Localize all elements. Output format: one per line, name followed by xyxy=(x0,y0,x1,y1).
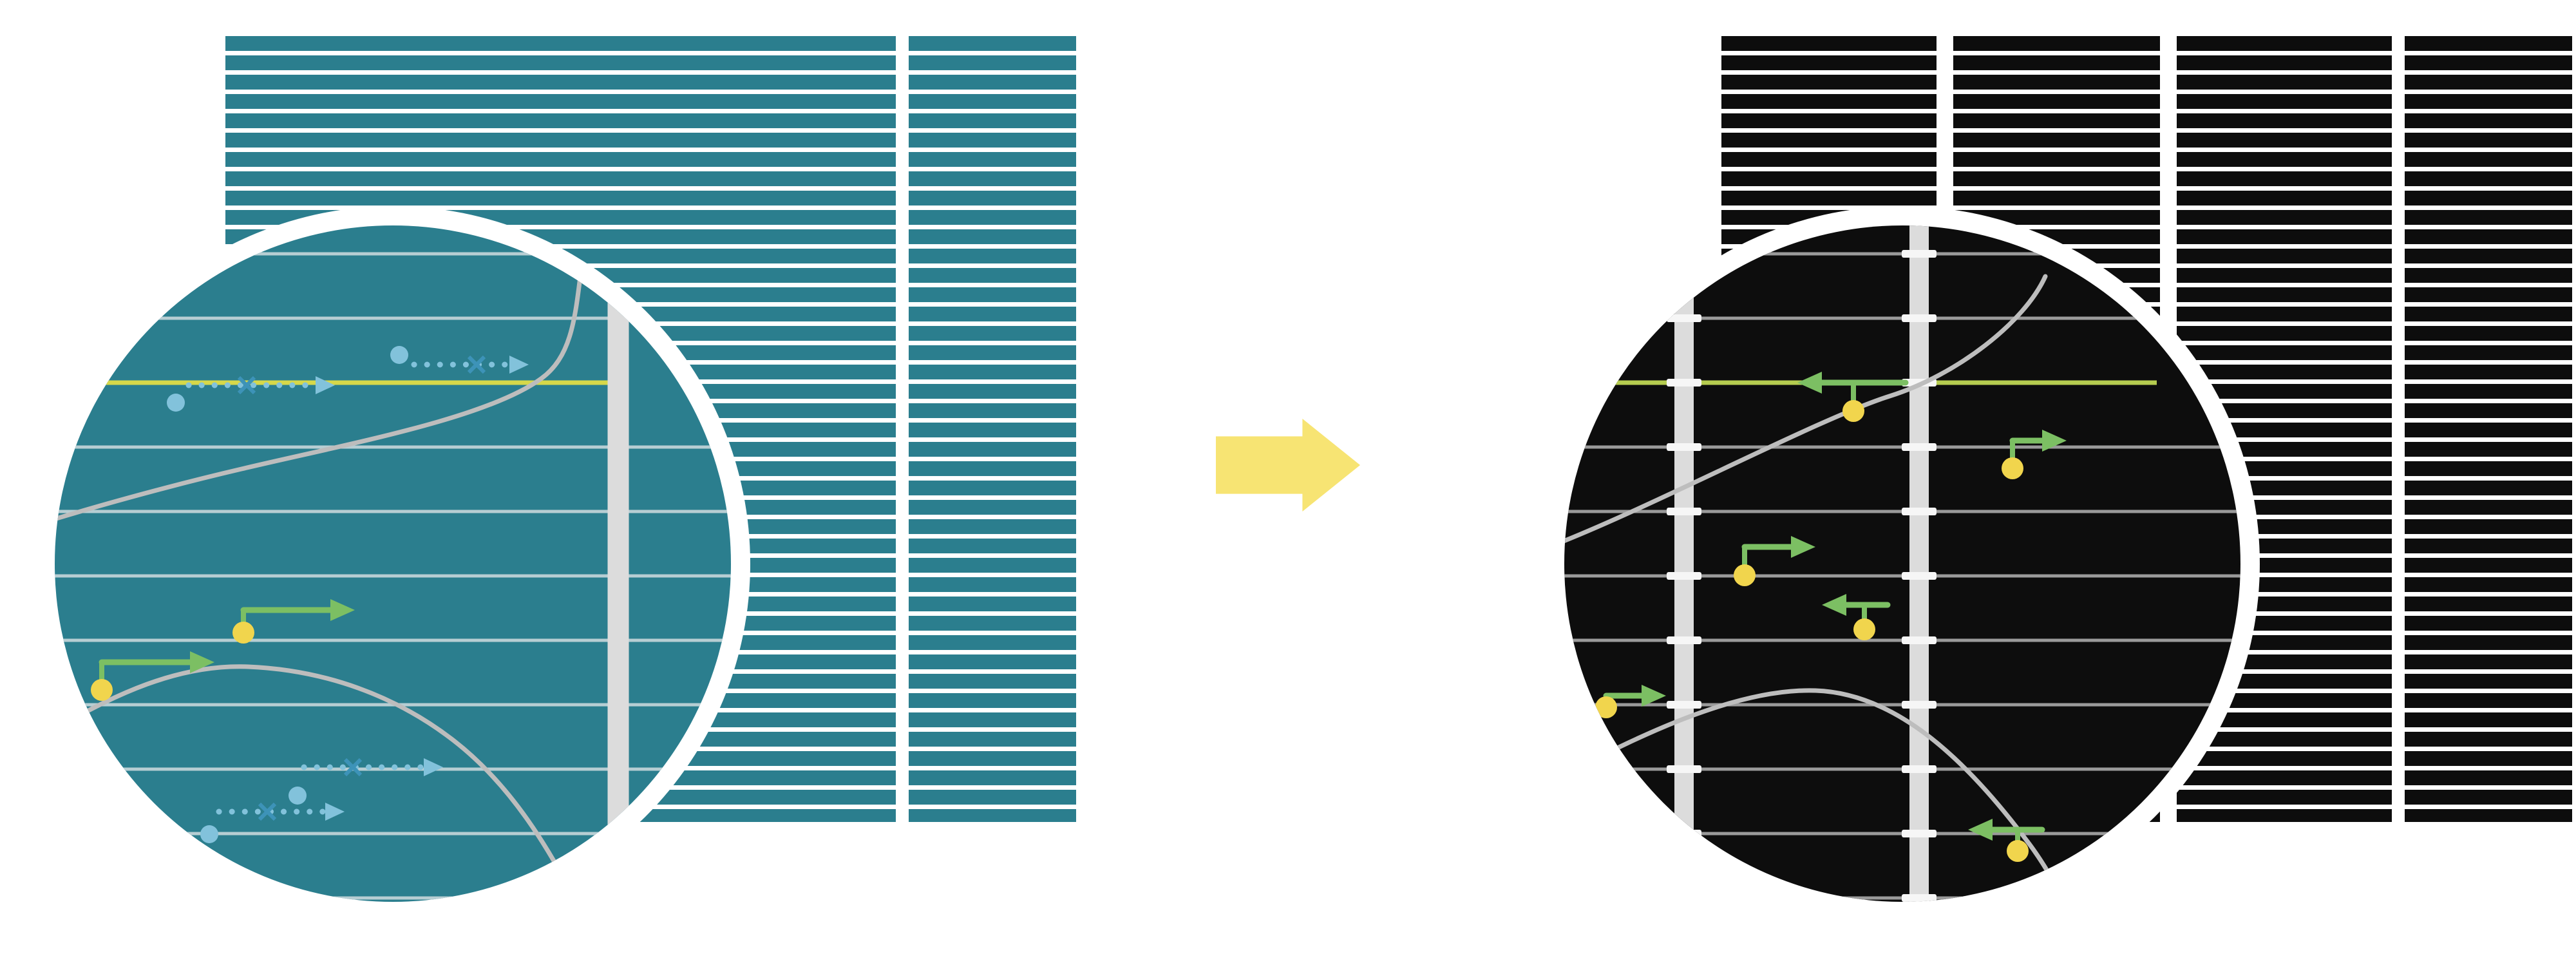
right-magnifier-inset xyxy=(1545,206,2260,921)
electron-carrier-marker xyxy=(390,346,529,374)
busbar-solder-tick xyxy=(1667,250,1701,258)
ion-marker xyxy=(1734,536,1815,586)
ion-marker xyxy=(1595,685,1666,718)
busbar-solder-tick xyxy=(1667,314,1701,322)
busbar-solder-tick xyxy=(1902,701,1937,709)
busbar-solder-tick xyxy=(1667,443,1701,451)
busbar-solder-tick xyxy=(1902,830,1937,837)
left-cell-edge-strip xyxy=(909,36,1076,822)
ion-marker xyxy=(1822,594,1891,640)
busbar-solder-tick xyxy=(1902,508,1937,515)
blocked-cross-icon xyxy=(343,758,363,777)
carrier-dot xyxy=(390,346,408,364)
carrier-arrowhead-icon xyxy=(509,356,529,374)
grain-boundary-line xyxy=(1567,688,2072,902)
carrier-dot xyxy=(289,787,307,805)
busbar-solder-tick xyxy=(1667,572,1701,580)
ion-arrowhead-icon xyxy=(1797,372,1822,394)
busbar-solder-tick xyxy=(1667,508,1701,515)
ion-marker xyxy=(1968,819,2045,862)
left-magnifier-inset xyxy=(35,206,750,921)
blocked-cross-icon xyxy=(237,376,256,395)
busbar-solder-tick xyxy=(1902,443,1937,451)
electron-carrier-marker xyxy=(200,802,345,843)
ion-arrowhead-icon xyxy=(1642,685,1666,707)
ion-arrowhead-icon xyxy=(190,651,214,673)
busbar-solder-tick xyxy=(1667,765,1701,773)
ion-marker xyxy=(232,599,355,644)
busbar-solder-tick xyxy=(1902,894,1937,902)
ion-dot xyxy=(1853,618,1875,640)
inset-busbar xyxy=(1909,225,1929,902)
blocked-cross-icon xyxy=(467,355,486,374)
busbar-solder-tick xyxy=(1667,701,1701,709)
busbar-solder-tick xyxy=(1667,636,1701,644)
ion-arrowhead-icon xyxy=(1791,536,1815,558)
grain-boundary-line xyxy=(55,664,585,902)
ion-dot xyxy=(2002,457,2023,479)
electron-carrier-marker xyxy=(167,376,335,412)
ion-dot xyxy=(2007,840,2029,862)
blocked-cross-icon xyxy=(258,802,277,821)
carrier-dot xyxy=(200,825,218,843)
carrier-arrowhead-icon xyxy=(325,803,345,821)
inset-busbar xyxy=(1674,225,1694,902)
carrier-arrowhead-icon xyxy=(316,376,335,394)
ion-dot xyxy=(91,679,113,701)
ion-marker xyxy=(1797,372,1909,422)
right-cell-edge-strip xyxy=(2405,36,2572,822)
grain-boundary-line xyxy=(55,848,164,902)
busbar-solder-tick xyxy=(1902,765,1937,773)
carrier-dot xyxy=(167,394,185,412)
ion-dot xyxy=(1595,696,1617,718)
carrier-arrowhead-icon xyxy=(424,758,443,776)
busbar-solder-tick xyxy=(1667,379,1701,387)
busbar-solder-tick xyxy=(1902,250,1937,258)
ion-arrowhead-icon xyxy=(2042,430,2067,452)
grain-boundary-line xyxy=(55,229,589,528)
ion-dot xyxy=(232,622,254,644)
transition-arrow-icon xyxy=(1216,419,1360,511)
busbar-solder-tick xyxy=(1902,572,1937,580)
ion-dot xyxy=(1842,400,1864,422)
busbar-solder-tick xyxy=(1902,636,1937,644)
inset-busbar xyxy=(607,225,629,902)
ion-arrowhead-icon xyxy=(1968,819,1993,841)
ion-marker xyxy=(91,651,214,701)
ion-arrowhead-icon xyxy=(1822,594,1846,616)
electron-carrier-marker xyxy=(289,758,443,805)
ion-arrowhead-icon xyxy=(330,599,355,621)
ion-dot xyxy=(1734,564,1756,586)
busbar-solder-tick xyxy=(1902,314,1937,322)
busbar-solder-tick xyxy=(1667,894,1701,902)
grain-boundary-line xyxy=(1564,274,2048,545)
ion-marker xyxy=(2002,430,2067,479)
